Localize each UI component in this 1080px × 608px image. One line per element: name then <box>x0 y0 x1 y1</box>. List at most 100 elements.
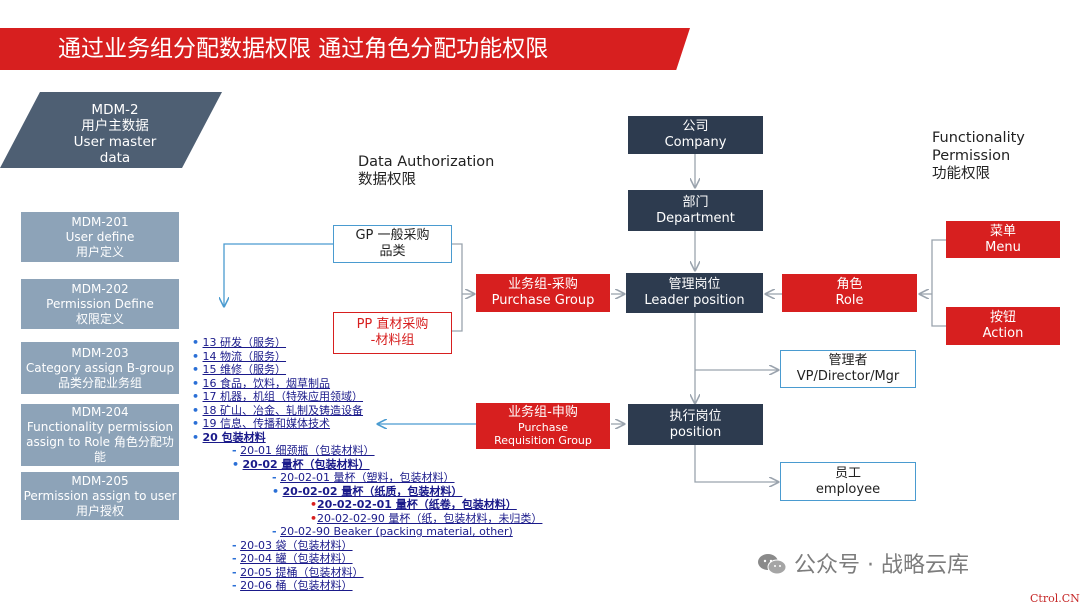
gp-category-sub: 品类 <box>379 244 406 259</box>
company-box: 公司 Company <box>628 116 763 154</box>
tree-item: • 17 机器，机组（特殊应用领域） <box>192 390 364 403</box>
pp-material-sub: -材料组 <box>370 333 415 348</box>
functionality-permission-heading: Functionality Permission 功能权限 <box>932 129 1025 183</box>
mdm-201-cn: 用户定义 <box>75 244 124 259</box>
mdm-203-cn: 品类分配业务组 <box>57 375 142 390</box>
tree-item: • 20-02-02 量杯（纸质，包装材料） <box>272 484 463 498</box>
requisition-group-cn: 业务组-申购 <box>508 405 578 420</box>
mdm-204-box: MDM-204 Functionality permission assign … <box>21 404 179 466</box>
tree-item: • 15 维修（服务） <box>192 363 287 376</box>
mdm-205-box: MDM-205 Permission assign to user 用户授权 <box>21 472 179 520</box>
manager-box: 管理者 VP/Director/Mgr <box>780 350 916 388</box>
company-cn: 公司 <box>682 119 709 134</box>
mdm-205-code: MDM-205 <box>71 473 129 488</box>
tree-item: • 20-02 量杯（包装材料） <box>232 457 370 471</box>
mdm-203-en: Category assign B-group <box>25 360 175 375</box>
leader-position-cn: 管理岗位 <box>668 277 721 292</box>
mdm-master-shape <box>0 92 222 168</box>
department-box: 部门 Department <box>628 190 763 231</box>
leader-position-box: 管理岗位 Leader position <box>626 273 763 313</box>
employee-en: employee <box>815 481 881 497</box>
tree-item: •20-02-02-90 量杯（纸，包装材料，未归类） <box>310 511 543 525</box>
role-en: Role <box>835 293 864 308</box>
tree-item: - 20-06 桶（包装材料） <box>232 579 353 592</box>
page-title: 通过业务组分配数据权限 通过角色分配功能权限 <box>58 36 549 62</box>
wechat-icon <box>757 553 787 575</box>
functionality-en: Functionality <box>932 130 1025 146</box>
mdm-202-cn: 权限定义 <box>75 311 124 326</box>
watermark-text: 公众号 · 战略云库 <box>794 553 969 578</box>
action-box: 按钮 Action <box>946 307 1060 345</box>
corner-logo-text: Ctrol.CN <box>1030 592 1080 605</box>
exec-position-cn: 执行岗位 <box>669 408 722 424</box>
tree-item: - 20-02-90 Beaker (packing material, oth… <box>272 525 513 538</box>
exec-position-box: 执行岗位 position <box>628 404 763 445</box>
tree-item: - 20-05 提桶（包装材料） <box>232 565 364 579</box>
manager-cn: 管理者 <box>828 353 868 368</box>
menu-box: 菜单 Menu <box>946 221 1060 258</box>
action-en: Action <box>982 326 1024 341</box>
mdm-205-en: Permission assign to user <box>23 488 177 503</box>
requisition-group-en2: Requisition Group <box>494 434 592 447</box>
company-en: Company <box>664 135 727 150</box>
role-cn: 角色 <box>836 277 863 292</box>
data-authorization-en: Data Authorization <box>358 154 495 170</box>
mdm-master-label: MDM-2 用户主数据 User master data <box>55 102 175 166</box>
tree-item: - 20-01 细颈瓶（包装材料） <box>232 444 375 457</box>
tree-item: • 14 物流（服务） <box>192 349 287 363</box>
department-en: Department <box>656 210 735 226</box>
role-box: 角色 Role <box>782 274 917 312</box>
exec-to-employee-arrow <box>694 445 778 482</box>
exec-position-en: position <box>669 424 722 440</box>
tree-item: • 20 包装材料 <box>192 430 266 444</box>
employee-cn: 员工 <box>834 465 861 481</box>
mdm-202-en: Permission Define <box>46 296 154 311</box>
mdm-master-code: MDM-2 <box>91 102 139 118</box>
title-banner <box>0 28 690 70</box>
wechat-watermark: 公众号 · 战略云库 <box>757 547 969 579</box>
mdm-202-code: MDM-202 <box>71 281 129 296</box>
mdm-204-cn: 能 <box>93 450 106 464</box>
mdm-201-box: MDM-201 User define 用户定义 <box>21 212 179 262</box>
pp-material-box: PP 直材采购 -材料组 <box>333 312 452 354</box>
mdm-204-en: Functionality permission <box>26 420 174 434</box>
mdm-201-en: User define <box>65 229 135 244</box>
tree-item: • 13 研发（服务） <box>192 336 287 349</box>
employee-box: 员工 employee <box>780 462 916 501</box>
data-authorization-heading: Data Authorization 数据权限 <box>358 153 494 189</box>
action-cn: 按钮 <box>989 310 1016 325</box>
mdm-205-cn: 用户授权 <box>75 503 124 518</box>
tree-item: •20-02-02-01 量杯（纸卷，包装材料） <box>310 498 517 511</box>
tree-item: - 20-02-01 量杯（塑料，包装材料） <box>272 471 455 484</box>
requisition-group-en1: Purchase <box>518 421 568 434</box>
gp-category-box: GP 一般采购 品类 <box>333 225 452 263</box>
mdm-204-en2: assign to Role 角色分配功 <box>26 435 174 449</box>
category-tree: • 13 研发（服务） • 14 物流（服务） • 15 维修（服务） • 16… <box>192 336 542 593</box>
mdm-master-en: User master <box>73 134 157 150</box>
leader-position-en: Leader position <box>644 293 745 308</box>
purchase-group-en: Purchase Group <box>491 293 595 308</box>
functionality-permission-cn: 功能权限 <box>932 166 990 182</box>
tree-item: • 16 食品，饮料，烟草制品 <box>192 376 331 390</box>
requisition-group-box: 业务组-申购 Purchase Requisition Group <box>476 403 610 449</box>
menu-en: Menu <box>985 239 1021 255</box>
mdm-203-box: MDM-203 Category assign B-group 品类分配业务组 <box>21 342 179 394</box>
pp-material-label: PP 直材采购 <box>356 317 429 332</box>
mdm-203-code: MDM-203 <box>71 345 129 360</box>
tree-item: • 18 矿山、冶金、轧制及铸造设备 <box>192 403 364 417</box>
department-cn: 部门 <box>682 194 709 210</box>
tree-item: • 19 信息、传播和媒体技术 <box>192 417 331 430</box>
purchase-group-cn: 业务组-采购 <box>508 277 578 292</box>
mdm-201-code: MDM-201 <box>71 214 129 229</box>
gp-category-label: GP 一般采购 <box>355 228 430 243</box>
menu-cn: 菜单 <box>989 223 1016 239</box>
mdm-204-code: MDM-204 <box>71 405 129 419</box>
mdm-master-cn: 用户主数据 <box>81 118 149 134</box>
gp-to-tree-arrow <box>224 243 333 306</box>
data-authorization-cn: 数据权限 <box>358 172 416 188</box>
permission-en: Permission <box>932 148 1011 164</box>
mdm-master-en2: data <box>99 150 131 166</box>
tree-item: - 20-03 袋（包装材料） <box>232 538 353 552</box>
purchase-group-box: 业务组-采购 Purchase Group <box>476 274 610 312</box>
